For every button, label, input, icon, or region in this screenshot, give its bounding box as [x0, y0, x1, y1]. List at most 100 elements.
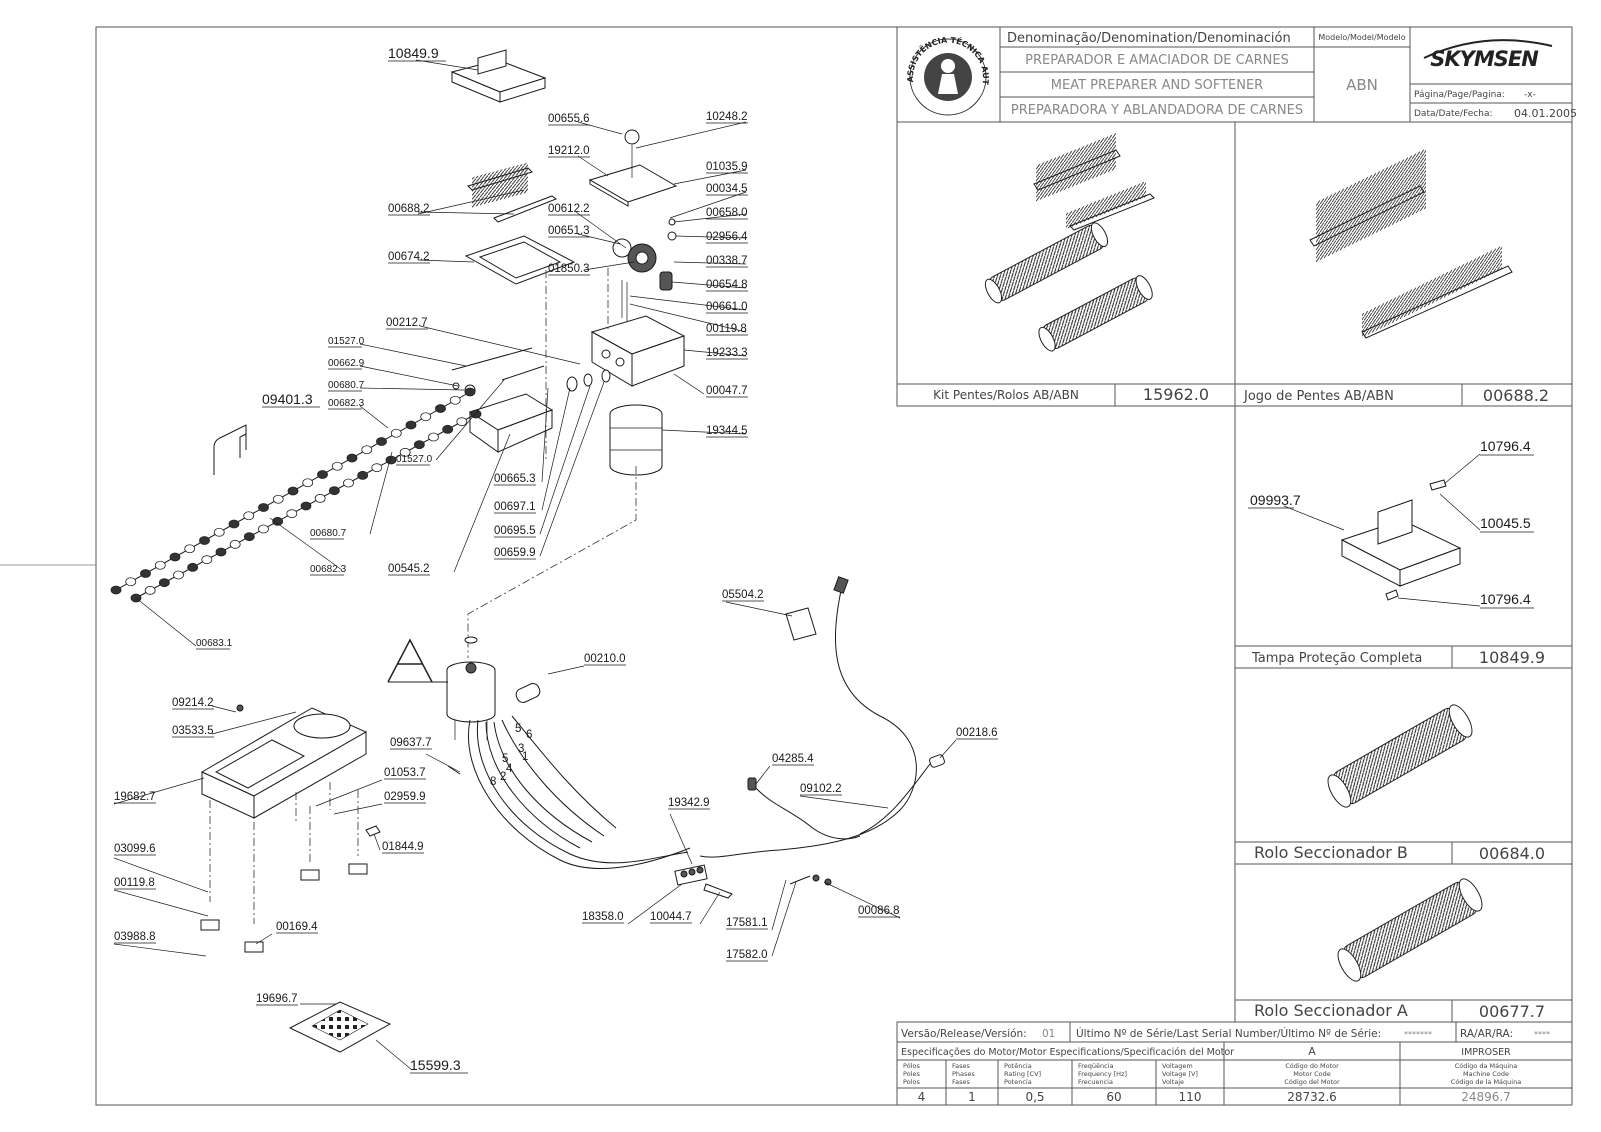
motor-spec-label: Especificações do Motor/Motor Especifica…: [901, 1047, 1234, 1058]
spec-column-header: Código de la Máquina: [1451, 1078, 1521, 1086]
serial-label: Último Nº de Série/Last Serial Number/Úl…: [1076, 1027, 1381, 1040]
part-number-label: 01053.7: [384, 767, 426, 779]
name-pt: PREPARADOR E AMACIADOR DE CARNES: [1025, 53, 1289, 68]
kit-illustration-comb-rollers: [984, 133, 1155, 352]
part-number-label: 00212.7: [386, 317, 428, 329]
part-number-label: 09637.7: [390, 737, 432, 749]
spec-column-header: Frecuencia: [1078, 1078, 1113, 1086]
part-number-label: 10044.7: [650, 911, 692, 923]
part-number-label: 01035.9: [706, 161, 748, 173]
kit-caption: Rolo Seccionador B: [1254, 843, 1408, 862]
part-number-label: 00665.3: [494, 473, 536, 485]
tampa-part-label: 10045.5: [1480, 515, 1531, 531]
kit-code: 15962.0: [1143, 385, 1209, 404]
part-number-label: 00695.5: [494, 525, 536, 537]
part-number-label: 00683.1: [196, 638, 233, 649]
part-number-label: 09102.2: [800, 783, 842, 795]
part-number-label: 03099.6: [114, 843, 156, 855]
wire-number: 8: [490, 776, 496, 788]
kit-code: 10849.9: [1479, 648, 1545, 667]
part-number-label: 00682.3: [310, 564, 347, 575]
kit-illustration-cover: [1248, 453, 1534, 609]
part-number-label: 09214.2: [172, 697, 214, 709]
part-number-label: 00047.7: [706, 385, 748, 397]
name-es: PREPARADORA Y ABLANDADORA DE CARNES: [1011, 103, 1303, 118]
part-number-label: 01850.3: [548, 263, 590, 275]
part-number-label: 00697.1: [494, 501, 536, 513]
part-number-label: 04285.4: [772, 753, 814, 765]
spec-column-header: Código do Motor: [1285, 1062, 1339, 1070]
part-number-label: 02959.9: [384, 791, 426, 803]
wire-numbers: 5 6 3 1 5 4 2 8: [490, 723, 532, 788]
part-number-label: 02956.4: [706, 231, 748, 243]
part-number-label: 00651.3: [548, 225, 590, 237]
part-number-label: 01527.0: [328, 336, 365, 347]
spec-column-header: Rating [CV]: [1004, 1070, 1041, 1078]
comb-part: [467, 162, 558, 223]
wire-number: 1: [522, 751, 528, 763]
denomination-header: Denominação/Denomination/Denominación: [1007, 31, 1291, 46]
part-number-label: 18358.0: [582, 911, 624, 923]
tampa-part-label: 09993.7: [1250, 492, 1301, 508]
part-number-label: 00680.7: [310, 528, 347, 539]
part-number-label: 00682.3: [328, 398, 365, 409]
spec-column-value: 24896.7: [1461, 1090, 1511, 1104]
date-label: Data/Date/Fecha:: [1414, 109, 1493, 119]
spec-column-header: Fases: [952, 1062, 971, 1070]
spec-column-value: 0,5: [1025, 1090, 1044, 1104]
spec-column-header: Motor Code: [1293, 1070, 1331, 1078]
part-number-label: 00654.8: [706, 279, 748, 291]
page-value: -x-: [1524, 90, 1536, 100]
ra-label: RA/AR/RA:: [1460, 1028, 1513, 1040]
base-housing-part: [200, 704, 368, 819]
drawing-geometry: [110, 49, 945, 1053]
spec-column-header: Voltage [V]: [1162, 1070, 1198, 1078]
part-number-label: 19342.9: [668, 797, 710, 809]
kit-caption: Rolo Seccionador A: [1254, 1001, 1408, 1020]
part-number-label: 17582.0: [726, 949, 768, 961]
wire-number: 2: [500, 771, 506, 783]
part-number-label: 00119.8: [706, 323, 747, 335]
kit-illustration-roller-b: [1327, 704, 1473, 808]
part-number-label: 15599.3: [410, 1057, 461, 1073]
gearbox-housing-part: [590, 315, 686, 387]
part-number-label: 00688.2: [388, 203, 430, 215]
spec-column-value: 4: [918, 1090, 926, 1104]
spec-column-header: Machine Code: [1463, 1070, 1509, 1078]
kit-illustration-combs: [1309, 148, 1513, 339]
spec-column-header: Código da Máquina: [1455, 1062, 1518, 1070]
part-number-label: 00034.5: [706, 183, 748, 195]
part-number-label: 00119.8: [114, 877, 155, 889]
spec-column-value: 28732.6: [1287, 1090, 1337, 1104]
model-header: Modelo/Model/Modelo: [1318, 33, 1405, 42]
kit-code: 00677.7: [1479, 1002, 1545, 1021]
part-number-label: 05504.2: [722, 589, 764, 601]
spec-column-header: Freqüência: [1078, 1062, 1114, 1070]
part-number-label: 03533.5: [172, 725, 214, 737]
part-number-label: 00674.2: [388, 251, 430, 263]
motor-mark: A: [400, 681, 408, 693]
protection-cover-part: [450, 49, 547, 103]
release-label: Versão/Release/Versión:: [901, 1028, 1027, 1040]
part-number-label: 00218.6: [956, 727, 998, 739]
cylinder-guard-part: [609, 404, 663, 476]
brand-logo: SKYMSEN: [1430, 47, 1539, 71]
part-number-label: 10849.9: [388, 45, 439, 61]
name-en: MEAT PREPARER AND SOFTENER: [1051, 78, 1263, 93]
tampa-part-label: 10796.4: [1480, 438, 1531, 454]
part-number-label: 00169.4: [276, 921, 318, 933]
serial-value: *******: [1404, 1030, 1432, 1039]
wire-number: 5: [515, 723, 521, 735]
spec-column-header: Potencia: [1004, 1078, 1032, 1086]
part-number-label: 19212.0: [548, 145, 590, 157]
wire-number: 5: [502, 753, 508, 765]
model-value: ABN: [1346, 76, 1378, 94]
part-number-label: 10248.2: [706, 111, 748, 123]
spec-column-value: 1: [968, 1090, 976, 1104]
kit-illustration-roller-a: [1337, 878, 1483, 982]
bottom-plate-part: [288, 1001, 392, 1053]
part-number-label: 01844.9: [382, 841, 424, 853]
spec-column-header: Código del Motor: [1284, 1078, 1340, 1086]
manufacturer: IMPROSER: [1461, 1047, 1511, 1058]
